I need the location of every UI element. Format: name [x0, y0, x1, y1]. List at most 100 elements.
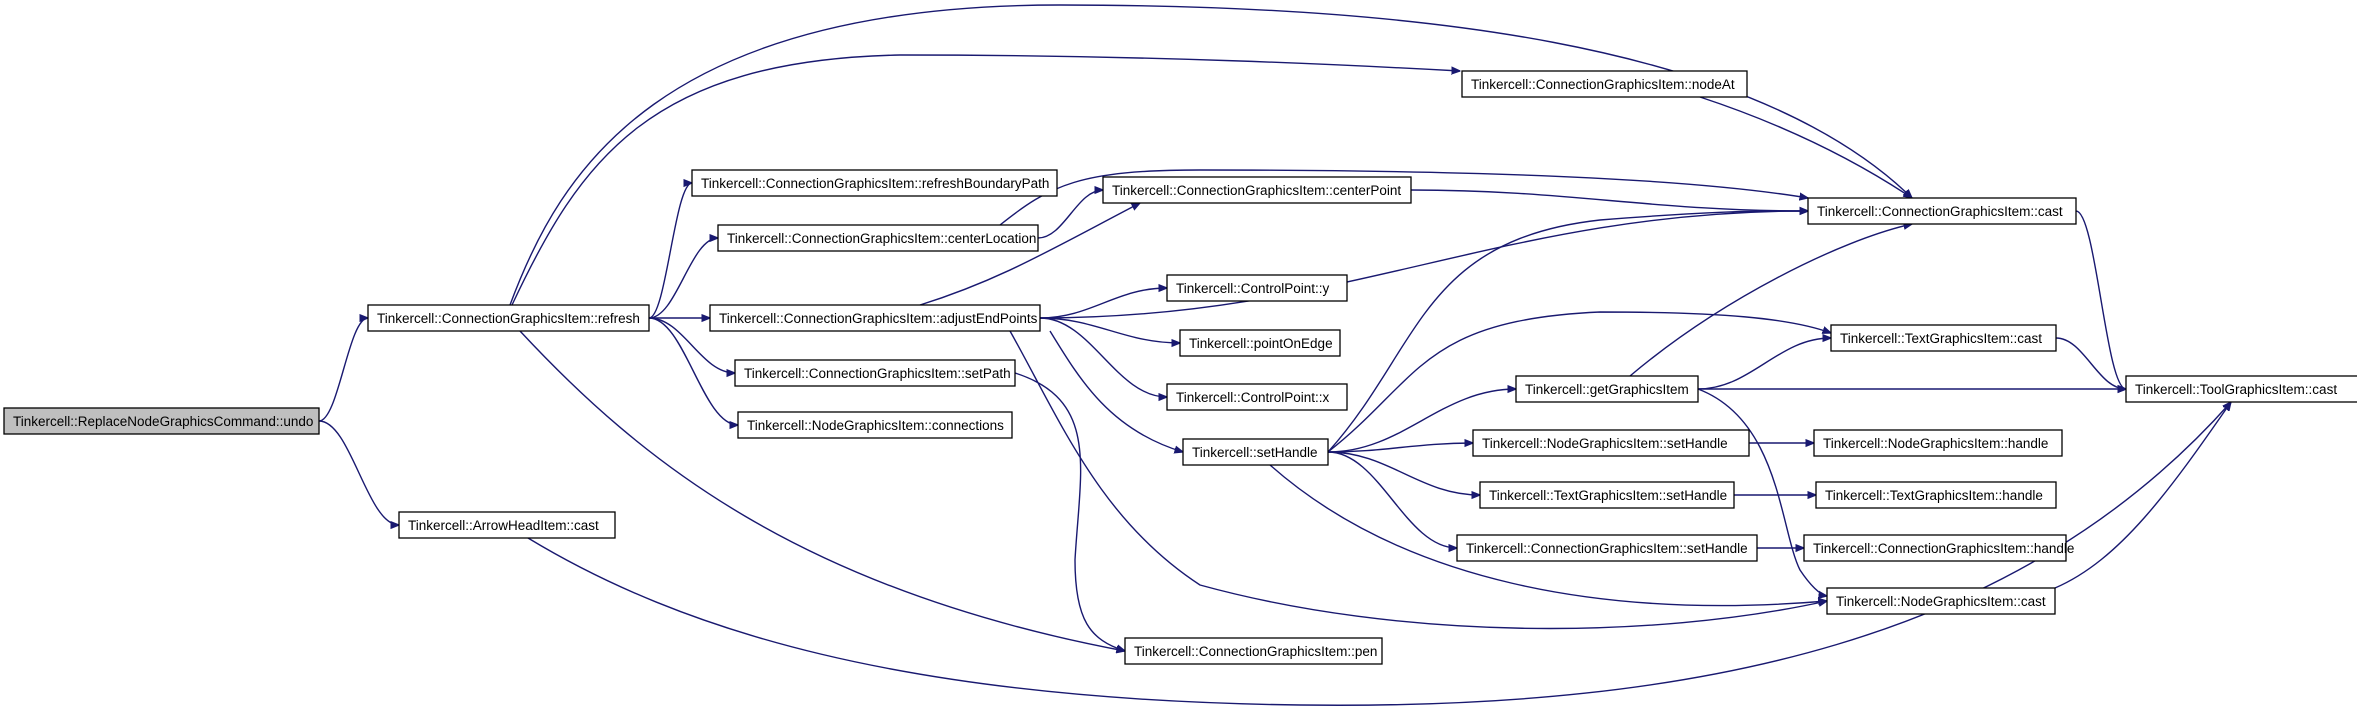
- node-box[interactable]: [398, 511, 616, 539]
- graph-node-undo[interactable]: Tinkercell::ReplaceNodeGraphicsCommand::…: [3, 407, 320, 435]
- edge-adjustEndPoints-to-conncast: [1039, 211, 1808, 319]
- node-box[interactable]: [1830, 324, 2057, 352]
- node-box[interactable]: [1456, 534, 1758, 562]
- graph-node-connSetHandle[interactable]: Tinkercell::ConnectionGraphicsItem::setH…: [1456, 534, 1758, 562]
- edge-refresh-to-setPath: [648, 317, 735, 373]
- node-label: Tinkercell::TextGraphicsItem::cast: [1840, 331, 2042, 346]
- node-box[interactable]: [1815, 481, 2057, 509]
- edge-refresh-to-nodeAt: [511, 54, 1460, 306]
- node-box[interactable]: [367, 304, 650, 332]
- edge-nodeAt-to-conncast: [1699, 96, 1912, 198]
- graph-node-connections[interactable]: Tinkercell::NodeGraphicsItem::connection…: [737, 411, 1013, 439]
- graph-node-pen[interactable]: Tinkercell::ConnectionGraphicsItem::pen: [1124, 637, 1383, 665]
- edge-nodecast-to-toolcast: [2054, 402, 2231, 589]
- graph-node-nodeAt[interactable]: Tinkercell::ConnectionGraphicsItem::node…: [1461, 70, 1748, 98]
- node-box[interactable]: [1166, 383, 1348, 411]
- graph-node-setPath[interactable]: Tinkercell::ConnectionGraphicsItem::setP…: [734, 359, 1016, 387]
- nodes-layer: Tinkercell::ReplaceNodeGraphicsCommand::…: [3, 70, 2357, 665]
- graph-node-connHandle[interactable]: Tinkercell::ConnectionGraphicsItem::hand…: [1803, 534, 2074, 562]
- node-label: Tinkercell::ConnectionGraphicsItem::pen: [1134, 644, 1377, 659]
- graph-node-nodecast[interactable]: Tinkercell::NodeGraphicsItem::cast: [1826, 587, 2056, 615]
- node-box[interactable]: [1807, 197, 2077, 225]
- node-label: Tinkercell::NodeGraphicsItem::setHandle: [1482, 436, 1728, 451]
- node-box[interactable]: [2125, 375, 2357, 403]
- edge-setHandle-to-textcast: [1327, 311, 1831, 453]
- edge-setHandle-to-getGraphicsItem: [1327, 389, 1516, 453]
- edge-adjustEndPoints-to-pointOnEdge: [1039, 317, 1180, 343]
- node-label: Tinkercell::pointOnEdge: [1189, 336, 1333, 351]
- edge-centerPoint-to-conncast: [1410, 189, 1808, 211]
- graph-node-arrowcast[interactable]: Tinkercell::ArrowHeadItem::cast: [398, 511, 616, 539]
- node-label: Tinkercell::ConnectionGraphicsItem::setP…: [744, 366, 1011, 381]
- node-label: Tinkercell::ConnectionGraphicsItem::node…: [1471, 77, 1735, 92]
- node-box[interactable]: [1479, 481, 1735, 509]
- node-box[interactable]: [1515, 375, 1699, 403]
- node-box[interactable]: [1803, 534, 2067, 562]
- edge-getGraphicsItem-to-textcast: [1697, 338, 1831, 390]
- graph-node-adjustEndPoints[interactable]: Tinkercell::ConnectionGraphicsItem::adju…: [709, 304, 1041, 332]
- edge-setHandle-to-connSetHandle: [1327, 451, 1457, 548]
- node-box[interactable]: [1813, 429, 2063, 457]
- edge-adjustEndPoints-to-centerPoint: [919, 203, 1140, 306]
- edge-getGraphicsItem-to-nodecast: [1697, 388, 1827, 596]
- edge-adjustEndPoints-to-cpx: [1039, 317, 1167, 397]
- graph-node-textHandle[interactable]: Tinkercell::TextGraphicsItem::handle: [1815, 481, 2057, 509]
- node-box[interactable]: [1461, 70, 1748, 98]
- graph-node-nodeSetHandle[interactable]: Tinkercell::NodeGraphicsItem::setHandle: [1472, 429, 1750, 457]
- node-box[interactable]: [737, 411, 1013, 439]
- node-label: Tinkercell::ConnectionGraphicsItem::refr…: [377, 311, 640, 326]
- graph-node-cpy[interactable]: Tinkercell::ControlPoint::y: [1166, 274, 1348, 302]
- edge-setHandle-to-conncast: [1327, 211, 1808, 453]
- node-label: Tinkercell::TextGraphicsItem::handle: [1825, 488, 2043, 503]
- graph-node-textcast[interactable]: Tinkercell::TextGraphicsItem::cast: [1830, 324, 2057, 352]
- node-box[interactable]: [709, 304, 1041, 332]
- node-label: Tinkercell::ConnectionGraphicsItem::hand…: [1813, 541, 2074, 556]
- node-box[interactable]: [1182, 438, 1329, 466]
- edge-adjustEndPoints-to-nodecast: [1009, 330, 1827, 630]
- edge-refresh-to-conncast: [509, 4, 1912, 306]
- node-box[interactable]: [3, 407, 320, 435]
- node-box[interactable]: [1179, 329, 1341, 357]
- graph-node-pointOnEdge[interactable]: Tinkercell::pointOnEdge: [1179, 329, 1341, 357]
- node-box[interactable]: [1166, 274, 1348, 302]
- graph-node-cpx[interactable]: Tinkercell::ControlPoint::x: [1166, 383, 1348, 411]
- node-box[interactable]: [717, 224, 1039, 252]
- node-label: Tinkercell::NodeGraphicsItem::cast: [1836, 594, 2046, 609]
- node-label: Tinkercell::ConnectionGraphicsItem::cast: [1817, 204, 2063, 219]
- edge-textcast-to-toolcast: [2055, 337, 2126, 389]
- graph-node-refreshBoundary[interactable]: Tinkercell::ConnectionGraphicsItem::refr…: [691, 169, 1058, 197]
- graph-node-toolcast[interactable]: Tinkercell::ToolGraphicsItem::cast: [2125, 375, 2357, 403]
- graph-node-centerLocation[interactable]: Tinkercell::ConnectionGraphicsItem::cent…: [717, 224, 1039, 252]
- graph-node-getGraphicsItem[interactable]: Tinkercell::getGraphicsItem: [1515, 375, 1699, 403]
- node-label: Tinkercell::ConnectionGraphicsItem::cent…: [1112, 183, 1401, 198]
- edge-setHandle-to-nodeSetHandle: [1327, 443, 1473, 453]
- edge-refresh-to-connections: [648, 317, 738, 425]
- node-label: Tinkercell::setHandle: [1192, 445, 1318, 460]
- graph-node-conncast[interactable]: Tinkercell::ConnectionGraphicsItem::cast: [1807, 197, 2077, 225]
- edge-adjustEndPoints-to-setHandle: [1049, 330, 1183, 452]
- node-box[interactable]: [1826, 587, 2056, 615]
- graph-node-setHandle[interactable]: Tinkercell::setHandle: [1182, 438, 1329, 466]
- node-box[interactable]: [1472, 429, 1750, 457]
- node-box[interactable]: [1102, 176, 1412, 204]
- node-box[interactable]: [734, 359, 1016, 387]
- graph-node-refresh[interactable]: Tinkercell::ConnectionGraphicsItem::refr…: [367, 304, 650, 332]
- node-box[interactable]: [691, 169, 1058, 197]
- edge-setHandle-to-nodecast: [1269, 464, 1827, 607]
- graph-node-nodeHandle[interactable]: Tinkercell::NodeGraphicsItem::handle: [1813, 429, 2063, 457]
- edges-layer: [318, 4, 2231, 706]
- edge-setPath-to-pen: [1014, 372, 1125, 651]
- node-label: Tinkercell::ConnectionGraphicsItem::adju…: [719, 311, 1038, 326]
- edge-centerLocation-to-centerPoint: [1037, 190, 1103, 239]
- node-label: Tinkercell::TextGraphicsItem::setHandle: [1489, 488, 1727, 503]
- node-label: Tinkercell::ControlPoint::x: [1176, 390, 1330, 405]
- node-box[interactable]: [1124, 637, 1383, 665]
- node-label: Tinkercell::getGraphicsItem: [1525, 382, 1689, 397]
- edge-getGraphicsItem-to-conncast: [1629, 224, 1912, 377]
- edge-refresh-to-centerLocation: [648, 238, 718, 319]
- graph-node-centerPoint[interactable]: Tinkercell::ConnectionGraphicsItem::cent…: [1102, 176, 1412, 204]
- edge-arrowcast-to-toolcast: [527, 402, 2231, 706]
- edge-refresh-to-refreshBoundary: [648, 183, 692, 319]
- graph-node-textSetHandle[interactable]: Tinkercell::TextGraphicsItem::setHandle: [1479, 481, 1735, 509]
